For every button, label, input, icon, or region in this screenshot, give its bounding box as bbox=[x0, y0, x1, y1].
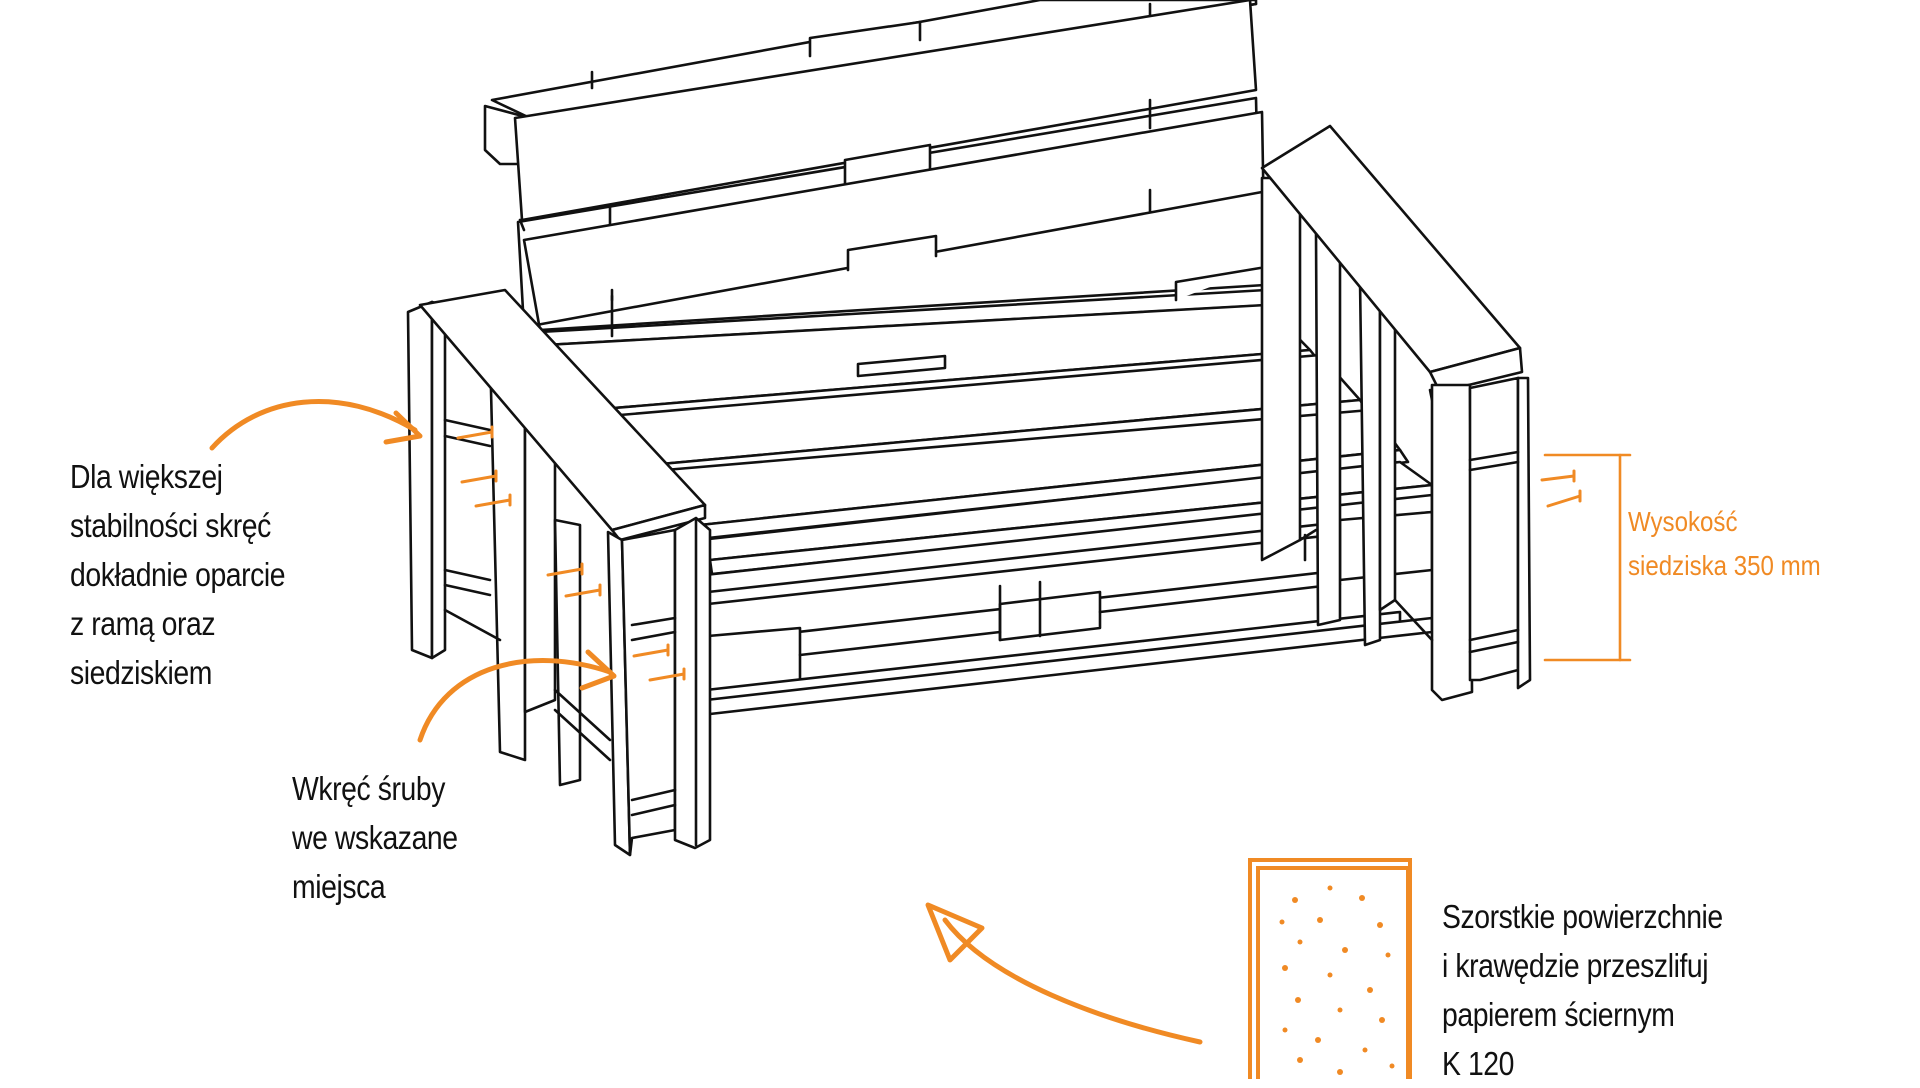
screw-icon bbox=[456, 425, 494, 440]
sanding-note-line: K 120 bbox=[1442, 1045, 1515, 1082]
seat-height-label: Wysokość siedziska 350 mm bbox=[1628, 500, 1821, 588]
right-armrest bbox=[1260, 124, 1532, 702]
screw-icon bbox=[632, 643, 670, 658]
stability-note-line: dokładnie oparcie bbox=[70, 556, 286, 593]
screw-icon bbox=[648, 667, 686, 682]
stability-note-line: z ramą oraz bbox=[70, 605, 216, 642]
left-armrest bbox=[406, 288, 712, 857]
stability-note-line: stabilności skręć bbox=[70, 507, 271, 544]
seat-height-dimension bbox=[1543, 453, 1632, 662]
stability-note-line: Dla większej bbox=[70, 458, 223, 495]
screw-icon bbox=[474, 493, 512, 508]
sanding-note-line: papierem ściernym bbox=[1442, 996, 1675, 1033]
screw-icon bbox=[1540, 469, 1576, 483]
stability-note: Dla większej stabilności skręć dokładnie… bbox=[70, 452, 286, 697]
curved-arrow-icon bbox=[417, 649, 617, 743]
stability-note-line: siedziskiem bbox=[70, 654, 212, 691]
screw-icon bbox=[460, 469, 498, 484]
backrest-boards bbox=[513, 0, 1272, 347]
screws-note-line: Wkręć śruby bbox=[292, 770, 445, 807]
seat-height-line: siedziska 350 mm bbox=[1628, 550, 1821, 581]
curved-arrow-icon bbox=[209, 399, 423, 451]
screw-icon bbox=[1546, 489, 1582, 508]
sanding-note-line: Szorstkie powierzchnie bbox=[1442, 898, 1723, 935]
screws bbox=[456, 425, 1582, 682]
screws-note-line: miejsca bbox=[292, 868, 386, 905]
curved-arrow-icon bbox=[925, 902, 1203, 1045]
pallet-bench-drawing bbox=[406, 0, 1532, 857]
screws-note-line: we wskazane bbox=[292, 819, 458, 856]
screw-icon bbox=[546, 562, 584, 577]
sanding-note-line: i krawędzie przeszlifuj bbox=[1442, 947, 1709, 984]
sanding-note: Szorstkie powierzchnie i krawędzie przes… bbox=[1442, 892, 1723, 1088]
screw-icon bbox=[564, 583, 602, 598]
screws-note: Wkręć śruby we wskazane miejsca bbox=[292, 764, 458, 911]
seat-height-line: Wysokość bbox=[1628, 506, 1738, 537]
sandpaper-icon bbox=[1248, 858, 1412, 1079]
